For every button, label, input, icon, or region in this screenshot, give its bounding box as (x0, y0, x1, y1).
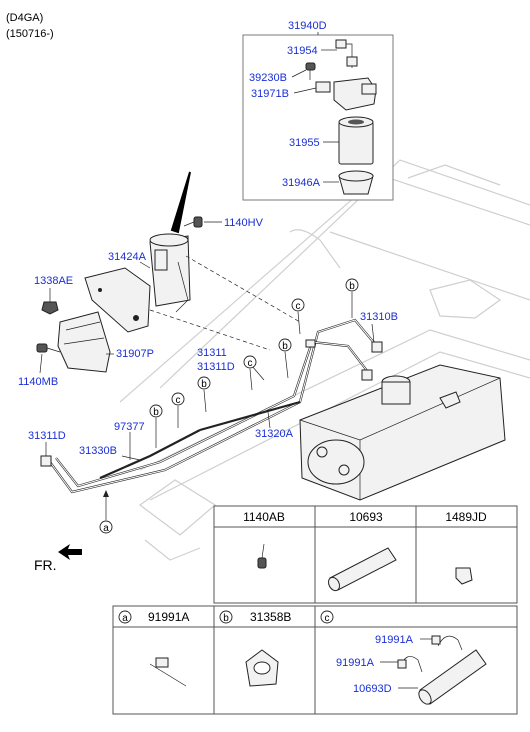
callout-tube-31311d-left: 31311D (28, 430, 66, 442)
callout-tube-31320a: 31320A (255, 428, 294, 440)
marker-c-upper: c (291, 298, 305, 335)
fuel-filter-inset: 31940D 31954 39230B 31971B 31955 31946A (242, 20, 394, 201)
hose-10693d-drawing (418, 649, 487, 705)
svg-text:b: b (153, 407, 159, 418)
fuel-filter-assembly: 1140HV (149, 171, 264, 313)
svg-text:c: c (296, 301, 301, 312)
engine-code: (D4GA) (6, 12, 43, 24)
marker-c-low: c (171, 392, 185, 428)
marker-b-top: b (345, 278, 359, 318)
callout-clip-97377: 97377 (114, 421, 145, 433)
clip-1489jd-drawing (455, 567, 473, 585)
marker-c-mid: c (243, 355, 257, 391)
fuel-pipes (40, 318, 383, 494)
callout-bolt-1140mb: 1140MB (18, 376, 58, 388)
date-range: (150716-) (6, 28, 54, 40)
bolt-39230b-part (305, 62, 316, 80)
callout-filter-element: 31955 (289, 137, 320, 149)
marker-b-left: b (149, 404, 163, 448)
svg-text:b: b (201, 379, 207, 390)
callout-fuel-filter-assy: 31940D (288, 20, 327, 32)
legend-a-part: 91991A (148, 610, 189, 624)
bolt-1140mb-part (36, 343, 61, 353)
front-label: FR. (34, 557, 57, 573)
legend-c-label-2: 91991A (336, 657, 375, 669)
marker-b-low: b (197, 376, 211, 413)
fuel-tank (299, 364, 506, 501)
callout-tube-31311: 31311 (197, 347, 227, 359)
vehicle-frame-silhouette (119, 159, 530, 561)
legend-header-1: 1140AB (243, 510, 285, 524)
callout-filter-bracket: 31424A (108, 251, 147, 263)
legend-table-top: 1140AB 10693 1489JD (213, 505, 518, 604)
hose-10693-drawing (327, 547, 397, 592)
legend-table-bottom: a 91991A b 31358B c 91991A 91991A 10693D (112, 605, 518, 715)
svg-text:c: c (248, 358, 253, 369)
bolt-1140ab-drawing (257, 543, 267, 569)
bowl-part (338, 170, 374, 195)
callout-tube-31311d-upper: 31311D (197, 361, 235, 373)
protector-part (57, 311, 111, 373)
svg-text:b: b (349, 281, 355, 292)
filter-head-part (333, 77, 377, 111)
callout-bowl: 31946A (282, 177, 321, 189)
callout-bolt-1140hv: 1140HV (224, 217, 264, 229)
bolt-1140hv-part (183, 216, 203, 228)
svg-text:a: a (122, 613, 128, 624)
callout-tube-31310b: 31310B (360, 311, 398, 323)
marker-b-mid: b (278, 338, 292, 379)
front-direction-arrow: FR. (34, 544, 82, 573)
callout-bolt-39230b: 39230B (249, 72, 287, 84)
svg-text:b: b (223, 613, 229, 624)
callout-hose-31330b: 31330B (79, 445, 117, 457)
svg-text:c: c (325, 613, 330, 624)
clip-31358b-drawing (245, 649, 279, 687)
callout-nut-1338ae: 1338AE (34, 275, 73, 287)
filter-element-part (338, 116, 374, 165)
legend-c-label-1: 91991A (375, 634, 414, 646)
legend-b-part: 31358B (250, 610, 291, 624)
marker-a: a (99, 490, 113, 534)
filter-bracket-part (84, 267, 151, 333)
legend-c-label-3: 10693D (353, 683, 392, 695)
clamp-c-upper-drawing (431, 635, 463, 651)
callout-protector: 31907P (116, 348, 154, 360)
legend-header-3: 1489JD (445, 510, 487, 524)
svg-text:c: c (176, 395, 181, 406)
clamp-c-lower-drawing (397, 656, 423, 673)
legend-header-2: 10693 (349, 510, 383, 524)
svg-text:b: b (282, 341, 288, 352)
nut-1338ae-part (41, 301, 59, 315)
callout-sensor-assy: 31954 (287, 45, 318, 57)
sensor-assy-part (335, 39, 358, 68)
bracket-31971b-part (315, 81, 331, 93)
callout-bracket-31971b: 31971B (251, 88, 289, 100)
svg-text:a: a (103, 523, 109, 534)
clamp-91991a-drawing (149, 657, 187, 687)
